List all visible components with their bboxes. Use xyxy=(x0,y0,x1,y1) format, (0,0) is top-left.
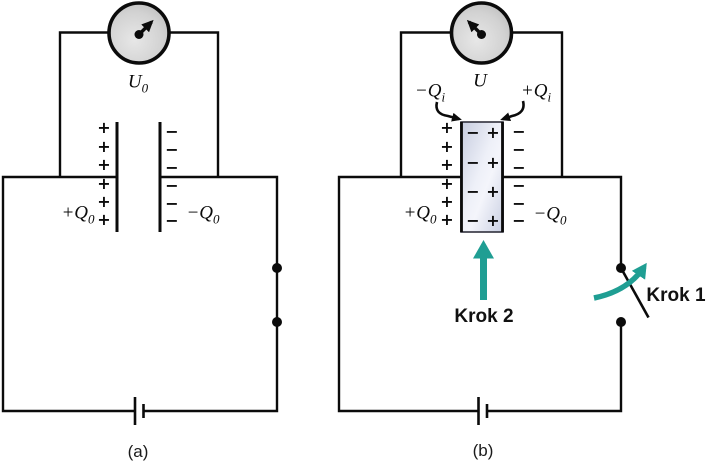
label-sign: + xyxy=(61,202,75,224)
free-charge-minus-sign: − xyxy=(512,122,526,141)
free-charge-minus-sign: − xyxy=(512,176,526,195)
induced-charge-plus-sign: + xyxy=(486,153,500,172)
label-main: Q xyxy=(416,202,431,224)
free-charge-minus-sign: − xyxy=(512,211,526,230)
induced-positive-charge-label: +Qi xyxy=(520,80,552,105)
voltmeter-b-label: U xyxy=(473,72,487,91)
label-main: Q xyxy=(533,80,548,102)
label-main: Q xyxy=(427,80,442,102)
free-charge-minus-sign: − xyxy=(165,122,179,141)
induced-charge-minus-sign: − xyxy=(466,123,480,142)
label-sign: − xyxy=(414,80,428,102)
switch-b-contact-bottom xyxy=(616,317,626,327)
voltmeter-a-label-main: U xyxy=(127,71,142,93)
free-charge-plus-sign: + xyxy=(440,210,454,229)
plate-a-positive-charge-label: +Q0 xyxy=(61,202,95,227)
voltmeter-a-label-sub: 0 xyxy=(141,80,149,96)
panel-a-caption: (a) xyxy=(127,442,149,461)
switch-a-contact-bottom xyxy=(272,317,282,327)
induced-charge-right-pointer-arrow xyxy=(500,100,525,122)
free-charge-minus-sign: − xyxy=(165,194,179,213)
panel-b-caption: (b) xyxy=(472,441,494,460)
label-main: Q xyxy=(74,202,89,224)
free-charge-plus-sign: + xyxy=(97,155,111,174)
free-charge-plus-sign: + xyxy=(97,137,111,156)
free-charge-minus-sign: − xyxy=(512,194,526,213)
free-charge-plus-sign: + xyxy=(440,174,454,193)
plate-b-negative-charge-label: −Q0 xyxy=(533,203,567,228)
voltmeter-a-label: U0 xyxy=(127,71,149,96)
switch-a-contact-top xyxy=(272,263,282,273)
step1-arrow xyxy=(593,262,647,301)
label-sign: − xyxy=(533,203,547,225)
label-sub: 0 xyxy=(430,211,437,227)
label-sub: i xyxy=(547,89,552,105)
label-sub: 0 xyxy=(88,211,95,227)
free-charge-plus-sign: + xyxy=(97,118,111,137)
induced-charge-minus-sign: − xyxy=(466,182,480,201)
circuit-a-box-wire xyxy=(1,175,279,413)
induced-negative-charge-label: −Qi xyxy=(414,80,446,105)
free-charge-plus-sign: + xyxy=(97,210,111,229)
free-charge-plus-sign: + xyxy=(440,192,454,211)
battery-b xyxy=(477,397,489,425)
switch-b xyxy=(616,263,650,327)
free-charge-minus-sign: − xyxy=(165,140,179,159)
induced-charge-plus-sign: + xyxy=(486,123,500,142)
induced-charge-minus-sign: − xyxy=(466,153,480,172)
free-charge-minus-sign: − xyxy=(512,140,526,159)
induced-charge-minus-sign: − xyxy=(466,211,480,230)
voltmeter-a-needle-pivot xyxy=(134,30,144,39)
induced-charge-left-pointer-arrow xyxy=(435,101,462,122)
free-charge-plus-sign: + xyxy=(440,118,454,137)
free-charge-plus-sign: + xyxy=(97,174,111,193)
free-charge-minus-sign: − xyxy=(512,158,526,177)
label-sub: 0 xyxy=(560,212,567,228)
label-sub: i xyxy=(441,89,446,105)
voltmeter-a xyxy=(107,1,171,65)
panel-b xyxy=(337,1,650,425)
label-sign: + xyxy=(520,80,534,102)
voltmeter-b xyxy=(449,1,514,65)
step1-label: Krok 1 xyxy=(646,285,706,306)
label-sub: 0 xyxy=(213,211,220,227)
free-charge-plus-sign: + xyxy=(97,192,111,211)
switch-b-blade xyxy=(619,267,650,319)
free-charge-minus-sign: − xyxy=(165,211,179,230)
plate-b-positive-charge-label: +Q0 xyxy=(403,202,437,227)
label-main: Q xyxy=(199,202,214,224)
switch-b-contact-top xyxy=(616,263,626,273)
voltmeter-b-needle-pivot xyxy=(477,30,486,39)
circuit-a-meter-wires xyxy=(58,31,220,177)
label-sign: − xyxy=(186,202,200,224)
induced-charge-plus-sign: + xyxy=(486,211,500,230)
battery-a xyxy=(133,397,145,425)
step2-arrowhead xyxy=(473,240,494,259)
free-charge-minus-sign: − xyxy=(165,158,179,177)
label-main: Q xyxy=(546,203,561,225)
free-charge-plus-sign: + xyxy=(440,155,454,174)
free-charge-plus-sign: + xyxy=(440,137,454,156)
voltmeter-b-label-main: U xyxy=(473,70,487,92)
panel-a xyxy=(1,1,282,425)
label-sign: + xyxy=(403,202,417,224)
step-arrows xyxy=(473,240,647,301)
free-charge-minus-sign: − xyxy=(165,176,179,195)
step2-label: Krok 2 xyxy=(454,306,514,327)
plate-a-negative-charge-label: −Q0 xyxy=(186,202,220,227)
induced-charge-plus-sign: + xyxy=(486,182,500,201)
circuit-b-meter-wires xyxy=(399,31,564,177)
